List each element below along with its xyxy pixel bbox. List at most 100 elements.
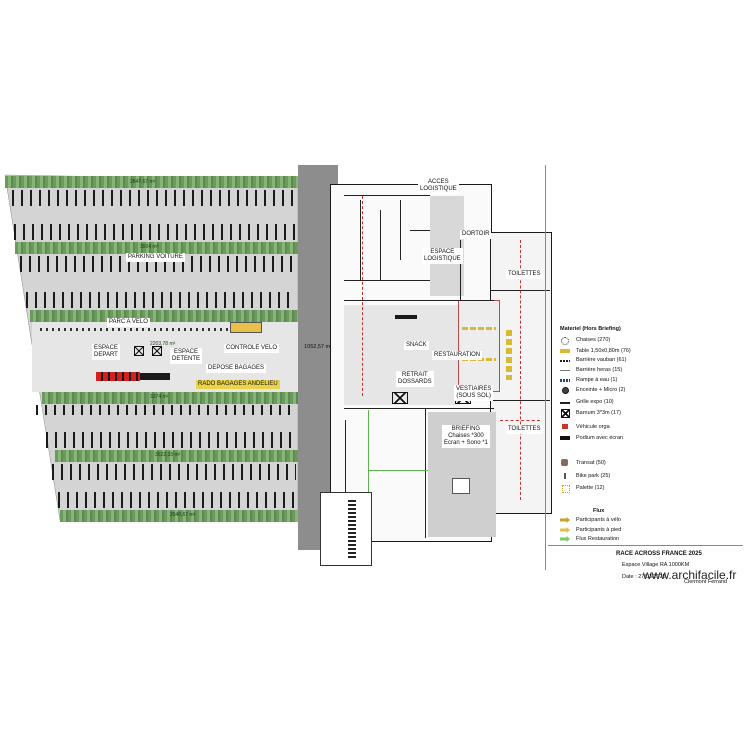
wall — [344, 300, 494, 301]
parking-stalls — [58, 492, 296, 508]
baggage-zone — [196, 380, 280, 389]
arrow-icon — [560, 527, 570, 533]
pallet-icon — [562, 485, 570, 493]
controle-velo-label: CONTROLE VELO — [224, 344, 280, 353]
wall — [410, 230, 430, 231]
title-block: RACE ACROSS FRANCE 2025 Espace Village R… — [548, 545, 743, 586]
toilettes-label: TOILETTES — [506, 425, 543, 434]
wall — [360, 200, 361, 280]
bike-rack-row — [40, 328, 240, 331]
title-block-author: Clermont Ferrand — [684, 579, 728, 585]
snack-label: SNACK — [404, 341, 429, 350]
tent-icon — [152, 346, 162, 356]
control-tent — [230, 322, 262, 333]
expo-grid-icon — [560, 402, 570, 404]
arrow-icon — [560, 517, 570, 523]
tent-icon — [134, 346, 144, 356]
title-block-subtitle: Espace Village RA 1000KM — [622, 562, 690, 568]
legend-item: Rampe à eau (1) — [560, 377, 710, 384]
heras-barrier-icon — [560, 370, 570, 371]
strip-area-label: 2847,67 m² — [130, 179, 156, 185]
strip-area-label: 3522,33 m² — [155, 452, 181, 458]
legend-title: Materiel (Hors Briefing) — [560, 326, 621, 332]
arrow-icon — [560, 536, 570, 542]
annex-building — [320, 492, 372, 566]
legend-item: Grille expo (10) — [560, 399, 710, 406]
table-icon — [560, 349, 570, 353]
parking-stalls — [20, 256, 296, 272]
briefing-label: BRIEFING Chaises *300 Ecran + Sono *1 — [442, 425, 490, 448]
dortoir-label: DORTOIR — [460, 230, 492, 239]
parking-stalls — [36, 405, 296, 415]
toilettes-label: TOILETTES — [506, 270, 543, 279]
start-arch-end — [140, 373, 170, 380]
podium-icon — [560, 436, 570, 440]
podium-icon — [395, 315, 417, 319]
grass-strip-5 — [55, 450, 298, 462]
bike-park-icon — [564, 473, 566, 479]
toilet-wing — [490, 232, 552, 514]
flux-path — [500, 420, 540, 422]
depose-bagages-label: DEPOSE BAGAGES — [206, 364, 267, 373]
legend-item: Transat (50) — [560, 459, 710, 468]
retrait-dossards-label: RETRAIT DOSSARDS — [396, 371, 434, 387]
deckchair-icon — [561, 459, 568, 466]
grass-strip-6 — [60, 510, 298, 522]
restauration-label: RESTAURATION — [432, 351, 483, 360]
flux-item: Flux Restauration — [560, 536, 710, 543]
legend-item: Podium avec écran — [560, 435, 710, 442]
wall — [425, 408, 426, 538]
legend-item: Barrière heras (15) — [560, 367, 710, 374]
grass-strip-1 — [5, 176, 298, 188]
vehicle-icon — [562, 424, 568, 429]
flux-path — [520, 240, 522, 500]
restauration-room — [458, 300, 500, 392]
briefing-screen — [452, 478, 470, 494]
title-block-title: RACE ACROSS FRANCE 2025 — [616, 551, 702, 557]
small-area-label: 2203,78 m² — [150, 341, 176, 347]
grass-strip-3 — [30, 310, 298, 322]
rando-bagages-label: RADO BAGAGES ANDELIEU — [198, 381, 278, 387]
flux-item: Participants à pied — [560, 527, 710, 534]
wall — [345, 420, 346, 530]
legend-item: Bike park (25) — [560, 473, 710, 480]
wall — [380, 210, 381, 280]
flux-path — [362, 196, 364, 396]
legend-item: Chaises (270) — [560, 337, 710, 345]
tent-icon — [392, 392, 408, 404]
restauration-flux-path — [368, 470, 428, 472]
legend-item: Palette (12) — [560, 485, 710, 493]
parking-stalls — [26, 292, 296, 308]
legend-item: Barrière vauban (61) — [560, 357, 710, 364]
strip-area-label: 3540,67 m² — [170, 512, 196, 518]
annex-text — [348, 500, 356, 558]
wall — [460, 240, 461, 300]
legend-item: Enceinte + Micro (2) — [560, 387, 710, 394]
grass-strip-2 — [15, 242, 298, 254]
wall — [344, 195, 430, 196]
legend-item: Barnum 3*3m (17) — [560, 409, 710, 418]
strip-area-label: 3374 m² — [150, 394, 169, 400]
title-block-date: Date : 27/03/2025 — [622, 574, 666, 580]
watermark: www.archifacile.fr — [643, 568, 737, 582]
vestiaires-label: VESTIAIRES (SOUS SOL) — [454, 385, 494, 401]
flux-title: Flux — [593, 508, 605, 514]
road-area-label: 1052,57 m² — [304, 344, 332, 350]
espace-logistique-label: ESPACE LOGISTIQUE — [422, 248, 463, 264]
chair-icon — [561, 337, 569, 345]
espace-depart-label: ESPACE DEPART — [92, 344, 120, 360]
start-arch — [96, 372, 140, 381]
wall — [400, 200, 401, 260]
table-icon — [506, 330, 512, 380]
logistics-corridor — [430, 196, 464, 296]
legend-divider — [545, 165, 546, 570]
vauban-barrier-icon — [560, 360, 570, 362]
wall — [344, 408, 494, 409]
legend-item: Table 1,50x0,80m (76) — [560, 348, 710, 355]
parking-stalls — [14, 224, 296, 240]
parc-velo-label: PARC A VELO — [107, 318, 150, 327]
flux-item: Participants à vélo — [560, 517, 710, 524]
tent-icon — [561, 409, 570, 418]
parking-stalls — [46, 432, 296, 448]
grass-strip-4 — [42, 392, 298, 404]
